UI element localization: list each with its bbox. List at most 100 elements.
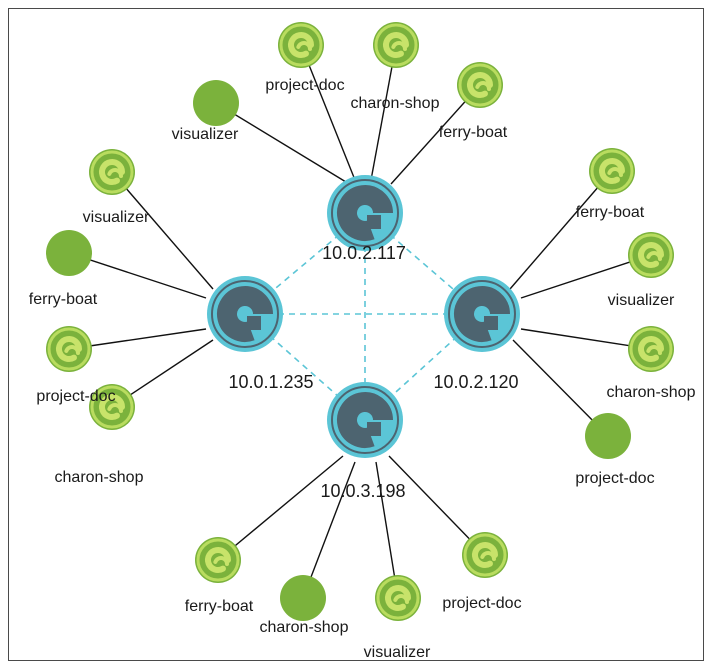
spinner-icon <box>638 336 664 362</box>
container-label: project-doc <box>265 77 345 94</box>
container-node-project-doc[interactable] <box>585 413 631 459</box>
container-link <box>302 461 356 599</box>
container-label: visualizer <box>171 126 239 143</box>
container-node-charon-shop[interactable] <box>280 575 326 621</box>
container-node-ferry-boat[interactable] <box>46 230 92 276</box>
spinner-ring <box>458 63 502 107</box>
container-link <box>509 170 613 290</box>
container-link <box>68 328 207 350</box>
spinner-ring <box>90 385 134 429</box>
container-circle <box>193 80 239 126</box>
container-node-ferry-boat[interactable] <box>589 148 635 194</box>
spinner-tail <box>213 556 229 566</box>
host-ip-label: 10.0.1.235 <box>228 372 314 392</box>
container-label: ferry-boat <box>575 204 645 221</box>
spinner-icon <box>383 32 409 58</box>
container-label: charon-shop <box>259 619 349 636</box>
container-link <box>68 252 207 299</box>
spinner-tail <box>64 345 80 355</box>
host-inner-ring <box>331 179 399 247</box>
spinner-tail <box>107 168 123 178</box>
container-node-charon-shop[interactable] <box>373 22 419 68</box>
spinner-icon <box>99 394 125 420</box>
host-inner-ring <box>448 280 516 348</box>
host-logo-block <box>484 316 498 330</box>
spinner-tail <box>607 167 623 177</box>
container-node-visualizer[interactable] <box>375 575 421 621</box>
spinner-ring <box>590 149 634 193</box>
container-label: visualizer <box>363 644 431 661</box>
spinner-icon <box>467 72 493 98</box>
container-label: ferry-boat <box>184 598 254 615</box>
host-logo-block <box>367 422 381 436</box>
container-circle <box>585 413 631 459</box>
container-link <box>111 171 214 290</box>
spinner-tail <box>646 251 662 261</box>
container-label: project-doc <box>36 388 116 405</box>
container-link <box>217 455 344 561</box>
container-node-project-doc[interactable] <box>46 326 92 372</box>
spinner-icon <box>599 158 625 184</box>
container-node-charon-shop[interactable] <box>89 384 135 430</box>
container-node-visualizer[interactable] <box>628 232 674 278</box>
spinner-tail <box>393 594 409 604</box>
container-circle <box>280 575 326 621</box>
spinner-tail <box>391 41 407 51</box>
spinner-icon <box>205 547 231 573</box>
spinner-ring <box>376 576 420 620</box>
host-ip-label: 10.0.2.120 <box>433 372 519 392</box>
container-links <box>68 44 652 599</box>
container-node-project-doc[interactable] <box>462 532 508 578</box>
swarm-topology-diagram <box>46 22 674 621</box>
host-logo-block <box>247 316 261 330</box>
spinner-ring <box>629 233 673 277</box>
spinner-ring <box>463 533 507 577</box>
spinner-tail <box>480 551 496 561</box>
host-node-host-right[interactable] <box>444 276 520 352</box>
container-node-visualizer[interactable] <box>193 80 239 126</box>
spinner-icon <box>288 32 314 58</box>
container-circle <box>46 230 92 276</box>
container-node-ferry-boat[interactable] <box>195 537 241 583</box>
spinner-ring <box>629 327 673 371</box>
container-label: visualizer <box>607 292 675 309</box>
host-logo-icon <box>454 286 510 342</box>
spinner-icon <box>385 585 411 611</box>
spinner-icon <box>638 242 664 268</box>
container-label: project-doc <box>575 470 655 487</box>
container-node-charon-shop[interactable] <box>628 326 674 372</box>
container-label: project-doc <box>442 595 522 612</box>
spinner-tail <box>646 345 662 355</box>
container-label: charon-shop <box>606 384 696 401</box>
spinner-icon <box>99 159 125 185</box>
spinner-ring <box>47 327 91 371</box>
host-ip-label: 10.0.2.117 <box>322 243 406 263</box>
host-node-host-top[interactable] <box>327 175 403 251</box>
container-label: ferry-boat <box>28 291 98 308</box>
host-ip-label: 10.0.3.198 <box>320 481 406 501</box>
spinner-icon <box>472 542 498 568</box>
spinner-icon <box>56 336 82 362</box>
spinner-tail <box>296 41 312 51</box>
host-node-host-left[interactable] <box>207 276 283 352</box>
container-link <box>300 44 356 181</box>
spinner-ring <box>279 23 323 67</box>
container-node-visualizer[interactable] <box>89 149 135 195</box>
host-logo-icon <box>217 286 273 342</box>
host-logo-block <box>367 215 381 229</box>
host-inner-ring <box>331 386 399 454</box>
spinner-tail <box>107 403 123 413</box>
container-label: charon-shop <box>54 469 144 486</box>
container-node-ferry-boat[interactable] <box>457 62 503 108</box>
host-logo-icon <box>337 185 393 241</box>
container-label: visualizer <box>82 209 150 226</box>
spinner-ring <box>90 150 134 194</box>
container-label: charon-shop <box>350 95 440 112</box>
diagram-frame: visualizer project-doc charon-shop ferry-bo… <box>8 8 704 661</box>
container-node-project-doc[interactable] <box>278 22 324 68</box>
spinner-ring <box>374 23 418 67</box>
host-node-host-bottom[interactable] <box>327 382 403 458</box>
spinner-tail <box>475 81 491 91</box>
host-logo-icon <box>337 392 393 448</box>
nodes <box>46 22 674 621</box>
